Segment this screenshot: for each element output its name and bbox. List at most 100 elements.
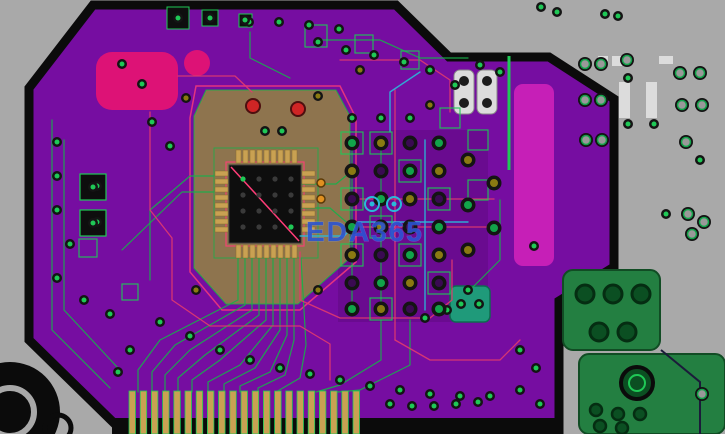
ic-thermal-via [288, 224, 294, 230]
via-center [247, 357, 253, 363]
via-center [67, 241, 73, 247]
via-center [651, 121, 657, 127]
trace-green [191, 257, 267, 393]
pour-magenta-blob [96, 52, 178, 110]
via-center [615, 13, 621, 19]
via-center [497, 69, 503, 75]
grid-pad-center [435, 195, 443, 203]
component-pad [459, 76, 469, 86]
led [245, 98, 261, 114]
via-center [90, 220, 96, 226]
grid-pad-center [435, 223, 443, 231]
trace-green [469, 199, 501, 291]
grid-pad-center [377, 279, 385, 287]
trace-green [223, 257, 281, 393]
grid-pad-center [406, 167, 414, 175]
component-region-outline [193, 89, 351, 305]
via-center [183, 95, 189, 101]
offboard-pad-center [595, 58, 607, 70]
via-center [306, 22, 312, 28]
ic-pin [214, 218, 229, 225]
via-center [54, 173, 60, 179]
ic-pin [214, 178, 229, 185]
ic-pin [242, 149, 249, 164]
component-pad [459, 98, 469, 108]
via-center [378, 115, 384, 121]
module-hole [614, 420, 630, 434]
offboard-pad-center [579, 94, 591, 106]
module-hole [630, 283, 652, 305]
offboard-pad-center [698, 216, 710, 228]
via-center [149, 119, 155, 125]
via-center [487, 393, 493, 399]
smd-pad [316, 194, 326, 204]
grid-pad-center [377, 167, 385, 175]
grid-pad-center [406, 195, 414, 203]
component-pad [482, 76, 492, 86]
ic-pin [214, 202, 229, 209]
via-center [533, 365, 539, 371]
via-center [452, 82, 458, 88]
connector-finger [173, 390, 181, 434]
component-courtyard [467, 129, 489, 151]
pour-magenta-dot [184, 50, 210, 76]
offboard-pad-center [676, 99, 688, 111]
module-hole [574, 283, 596, 305]
via-center [127, 347, 133, 353]
grid-pad-center [464, 246, 472, 254]
ic-pin [301, 210, 316, 217]
trace-green [239, 257, 288, 393]
module-target-ring [628, 374, 646, 392]
connector-finger [341, 390, 349, 434]
ic-pin [256, 149, 263, 164]
via-center [475, 399, 481, 405]
ic-pin [301, 226, 316, 233]
via-center [157, 319, 163, 325]
connector-finger [195, 390, 204, 434]
ic-pin [242, 244, 249, 259]
connector-finger [240, 390, 248, 434]
trace-green [249, 31, 291, 79]
via-center [207, 15, 213, 21]
ic-thermal-via [272, 208, 278, 214]
silkscreen-bar [646, 82, 657, 118]
ic-pin [214, 170, 229, 177]
via-center [427, 102, 433, 108]
ic-thermal-via [272, 176, 278, 182]
ic-pin [270, 149, 277, 164]
small-hole-ring [42, 412, 74, 434]
ic-pin [301, 186, 316, 193]
ic-thermal-via [256, 176, 262, 182]
via-center [54, 275, 60, 281]
via-center [315, 39, 321, 45]
grid-pad-center [348, 223, 356, 231]
trace-red [149, 111, 331, 381]
ic-pin [301, 178, 316, 185]
trace-red [299, 251, 453, 319]
via-center [531, 243, 537, 249]
connector-finger [229, 390, 237, 434]
ic-pin [235, 244, 242, 259]
via-center [625, 121, 631, 127]
via-center [427, 67, 433, 73]
grid-pad-center [348, 167, 356, 175]
grid-pad-center [406, 223, 414, 231]
connector-finger [352, 390, 360, 434]
connector-finger [218, 390, 226, 434]
ic-thermal-via [240, 208, 246, 214]
grid-pad-center [435, 251, 443, 259]
module-hole [616, 321, 638, 343]
offboard-pad-center [680, 136, 692, 148]
ic-pin [214, 226, 229, 233]
component-courtyard [467, 179, 489, 201]
component-courtyard [369, 131, 393, 155]
green-module [562, 269, 661, 351]
connector-finger [274, 390, 282, 434]
connector-finger [262, 390, 271, 434]
grid-pad-center [435, 139, 443, 147]
ic-pin [291, 149, 298, 164]
grid-pad-center [377, 139, 385, 147]
via-center [401, 59, 407, 65]
grid-pad-center [464, 201, 472, 209]
